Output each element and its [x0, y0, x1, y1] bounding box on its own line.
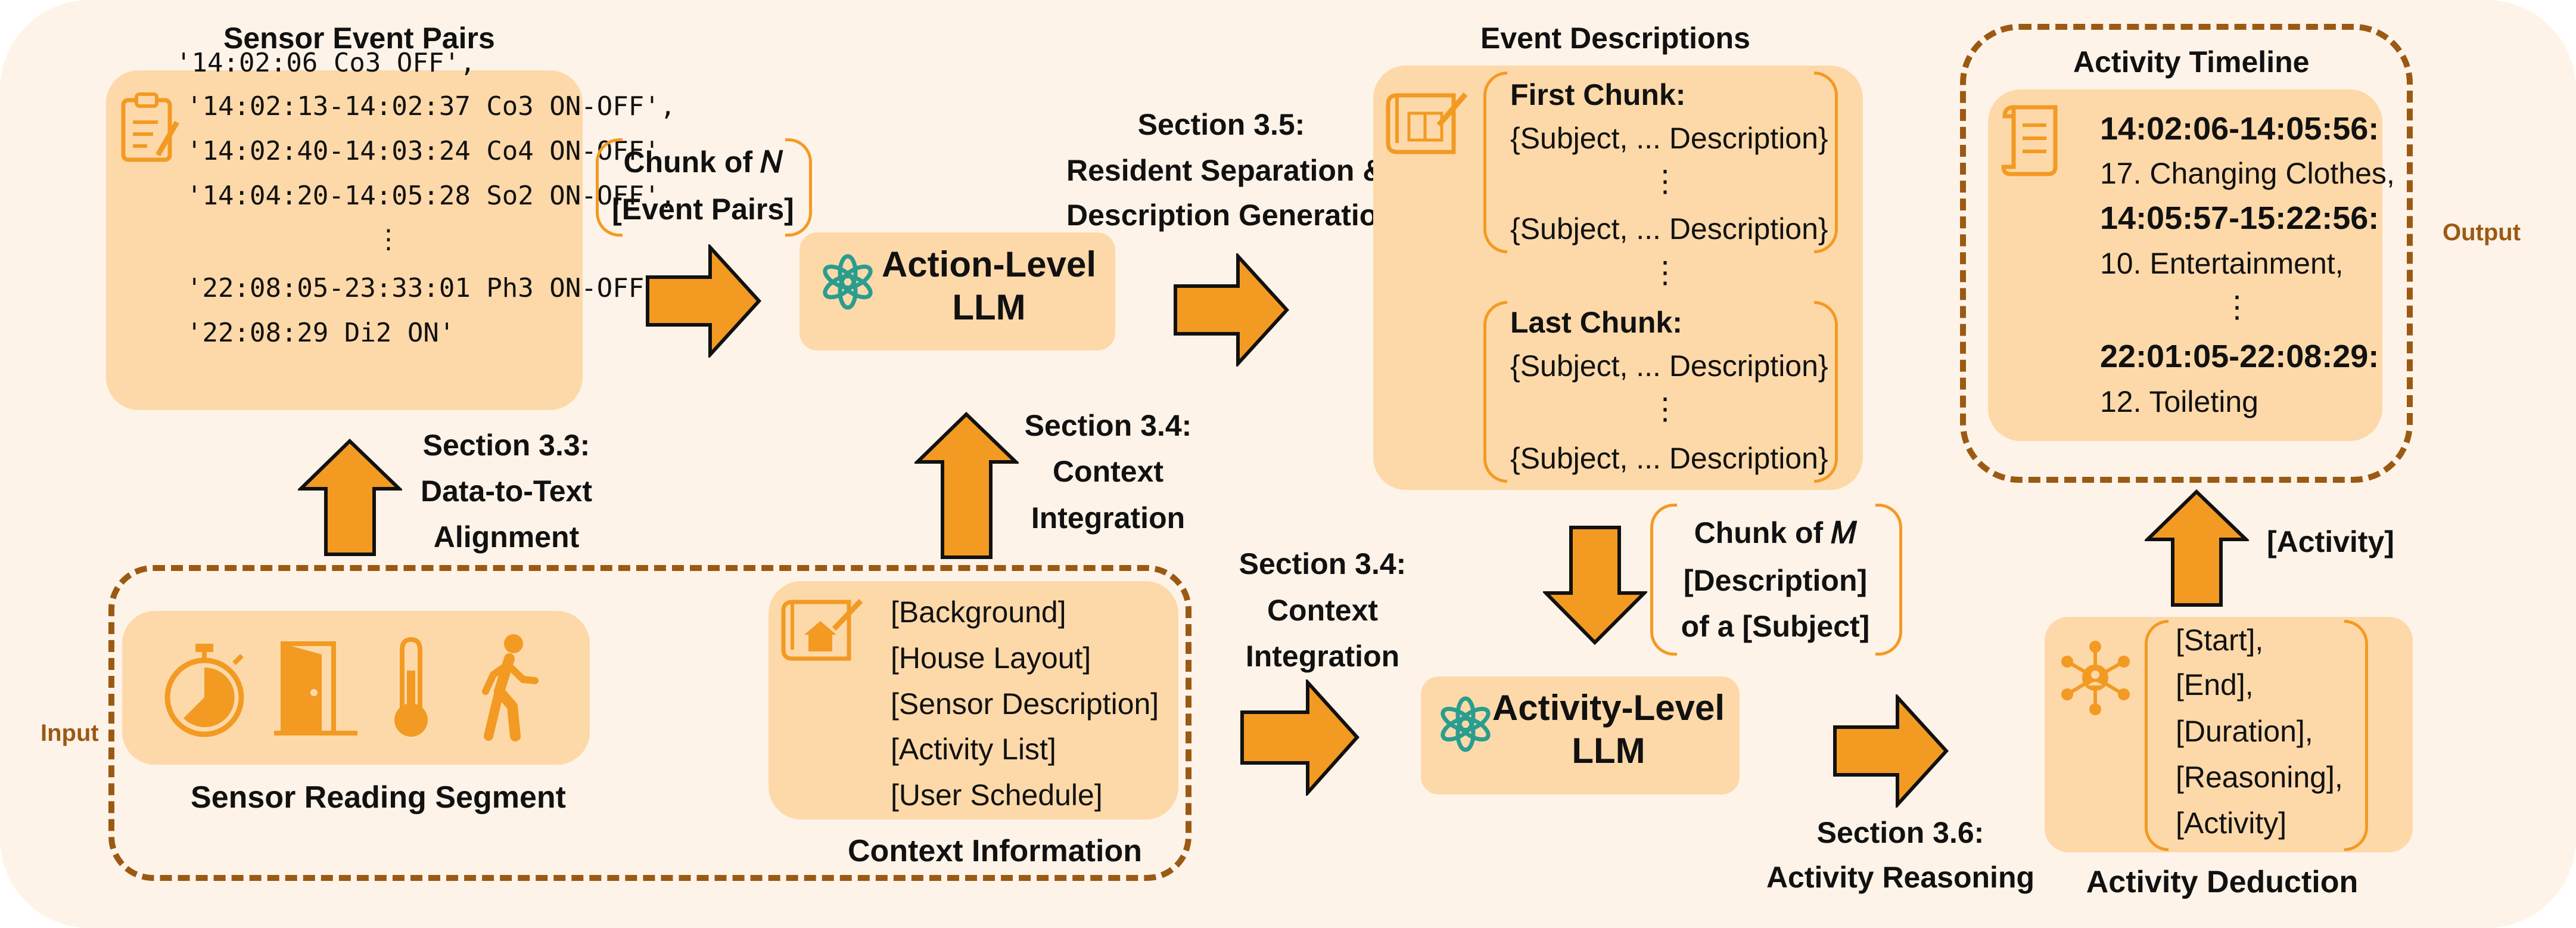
section-3-5-line2: Resident Separation &	[1066, 154, 1385, 187]
chunk-m-label: Chunk of 𝑀	[1694, 516, 1857, 550]
openai-icon	[1433, 691, 1498, 757]
section-3-4a-line2: Context	[1052, 455, 1164, 488]
first-chunk-ellipsis: ⋮	[1650, 165, 1680, 198]
section-3-4b-title: Section 3.4:	[1239, 547, 1407, 581]
event-pair-line: '14:02:40-14:03:24 Co4 ON-OFF',	[186, 136, 676, 166]
activity-llm-line1: Activity-Level	[1492, 688, 1725, 728]
last-chunk-line: {Subject, ... Description}	[1510, 349, 1828, 383]
chunk-m-line3: of a [Subject]	[1681, 610, 1870, 643]
arrow-right-to-action-llm	[646, 244, 762, 358]
section-3-5-title: Section 3.5:	[1137, 108, 1305, 141]
arrow-up-data-to-text	[298, 438, 402, 556]
timeline-time: 14:02:06-14:05:56:	[2100, 111, 2379, 147]
sensor-reading-segment-label: Sensor Reading Segment	[191, 780, 566, 815]
timeline-activity: 17. Changing Clothes,	[2100, 157, 2395, 190]
chunk-m-line2: [Description]	[1683, 564, 1868, 597]
arrow-down-to-activity-llm	[1543, 526, 1647, 645]
section-3-5-line3: Description Generation	[1066, 198, 1396, 232]
activity-llm-line2: LLM	[1572, 731, 1645, 771]
blueprint-icon	[1386, 92, 1468, 154]
chunk-n-label: Chunk of 𝑁	[623, 145, 783, 179]
last-chunk-ellipsis: ⋮	[1650, 392, 1680, 426]
sensor-event-pairs-box	[106, 70, 583, 410]
thermometer-icon	[394, 637, 428, 737]
timeline-ellipsis: ⋮	[2222, 290, 2252, 324]
clipboard-icon	[121, 92, 179, 162]
event-descriptions-title: Event Descriptions	[1480, 21, 1750, 55]
event-pair-line: '14:02:06 Co3 OFF',	[176, 48, 476, 78]
section-3-6-line2: Activity Reasoning	[1766, 861, 2035, 894]
middle-ellipsis: ⋮	[1650, 256, 1680, 289]
input-frame	[108, 565, 1191, 881]
chunk-n-sublabel: [Event Pairs]	[612, 193, 794, 226]
event-pair-line: '22:08:29 Di2 ON'	[186, 318, 455, 348]
deduction-bracket-left	[2145, 620, 2169, 851]
event-pair-ellipsis: ⋮	[375, 224, 402, 254]
last-chunk-label: Last Chunk:	[1510, 306, 1682, 339]
deduction-item: [Duration],	[2176, 715, 2313, 748]
openai-icon	[815, 249, 881, 315]
scroll-icon	[2001, 105, 2058, 176]
deduction-item: [Reasoning],	[2176, 761, 2343, 794]
activity-output-label: [Activity]	[2267, 525, 2394, 558]
network-icon	[2061, 641, 2130, 715]
timeline-activity: 10. Entertainment,	[2100, 247, 2344, 280]
first-chunk-line: {Subject, ... Description}	[1510, 212, 1828, 246]
arrow-right-to-activity-deduction	[1833, 694, 1949, 808]
deduction-item: [Activity]	[2176, 806, 2287, 840]
input-label: Input	[41, 720, 99, 746]
event-pair-line: '22:08:05-23:33:01 Ph3 ON-OFF',	[186, 273, 676, 303]
walking-person-icon	[482, 634, 539, 741]
activity-deduction-label: Activity Deduction	[2086, 865, 2359, 899]
section-3-4a-line3: Integration	[1031, 501, 1186, 535]
event-pair-line: '14:02:13-14:02:37 Co3 ON-OFF',	[186, 91, 676, 122]
arrow-right-to-activity-llm	[1240, 679, 1360, 796]
activity-deduction-box	[2045, 617, 2413, 852]
section-3-4b-line2: Context	[1267, 594, 1379, 627]
action-llm-line1: Action-Level	[881, 244, 1097, 284]
action-llm-line2: LLM	[952, 287, 1026, 327]
section-3-4b-line3: Integration	[1245, 640, 1400, 673]
sensor-event-pairs-title: Sensor Event Pairs	[223, 21, 495, 55]
arrow-right-to-event-descriptions	[1174, 253, 1290, 367]
timeline-activity: 12. Toileting	[2100, 385, 2258, 418]
arrow-up-context-integration	[914, 411, 1019, 559]
timeline-time: 14:05:57-15:22:56:	[2100, 200, 2379, 236]
context-information-box	[769, 581, 1178, 820]
door-icon	[274, 641, 357, 735]
section-3-3-title: Section 3.3:	[422, 429, 590, 462]
activity-timeline-frame	[1960, 24, 2413, 483]
arrow-up-to-activity-timeline	[2145, 489, 2249, 607]
last-chunk-line: {Subject, ... Description}	[1510, 442, 1828, 475]
stopwatch-icon	[164, 644, 244, 737]
event-pair-line: '14:04:20-14:05:28 So2 ON-OFF',	[186, 181, 676, 211]
house-plan-icon	[781, 598, 863, 661]
context-item: [Background]	[891, 595, 1066, 629]
context-item: [Activity List]	[891, 733, 1056, 766]
context-item: [User Schedule]	[891, 778, 1103, 812]
deduction-bracket-right	[2344, 620, 2368, 851]
timeline-time: 22:01:05-22:08:29:	[2100, 339, 2379, 374]
context-item: [Sensor Description]	[891, 687, 1159, 721]
first-chunk-bracket-left	[1483, 72, 1507, 253]
first-chunk-label: First Chunk:	[1510, 78, 1686, 111]
activity-llm-label: Activity-Level LLM	[1489, 687, 1728, 772]
section-3-6-title: Section 3.6:	[1816, 816, 1984, 849]
last-chunk-bracket-left	[1483, 301, 1507, 483]
first-chunk-line: {Subject, ... Description}	[1510, 122, 1828, 155]
activity-timeline-title: Activity Timeline	[2073, 45, 2310, 79]
deduction-item: [Start],	[2176, 623, 2264, 657]
output-label: Output	[2443, 219, 2521, 246]
context-item: [House Layout]	[891, 641, 1091, 675]
context-information-label: Context Information	[848, 834, 1142, 868]
section-3-3-line3: Alignment	[433, 520, 580, 554]
section-3-3-line2: Data-to-Text	[421, 474, 592, 508]
section-3-4a-title: Section 3.4:	[1024, 409, 1192, 442]
deduction-item: [End],	[2176, 668, 2254, 702]
action-llm-label: Action-Level LLM	[876, 243, 1102, 329]
